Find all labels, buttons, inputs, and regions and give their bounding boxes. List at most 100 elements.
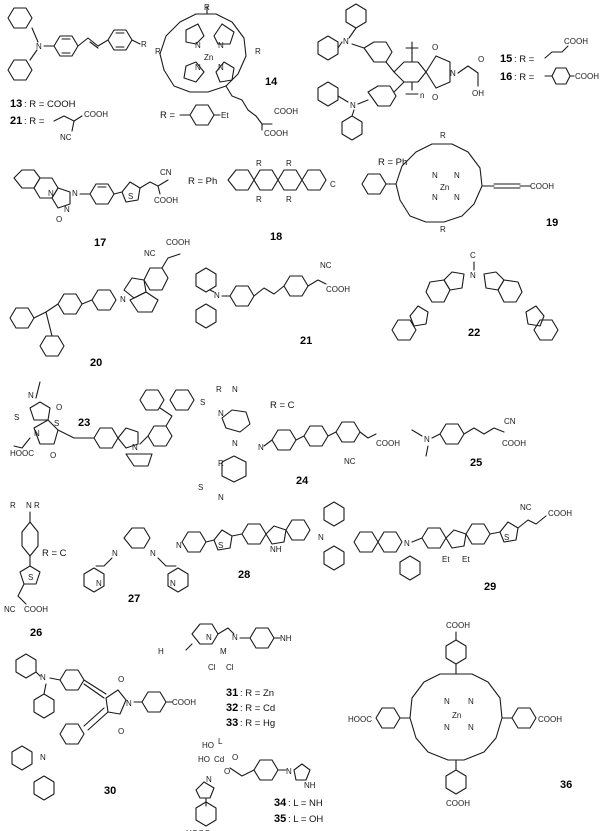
compound-label-28: 28	[238, 569, 250, 581]
svg-text:N: N	[206, 633, 212, 642]
compound-17-structure: N N N O S CN COOH	[13, 168, 178, 224]
svg-text:N: N	[350, 101, 356, 110]
compound-19-r-definition: R = Ph	[378, 157, 407, 168]
svg-text:R: R	[256, 195, 262, 204]
svg-text:R: R	[10, 501, 16, 510]
svg-text:Cd: Cd	[214, 755, 224, 764]
svg-text:COOH: COOH	[502, 439, 526, 448]
svg-text:N: N	[468, 697, 474, 706]
compound-25-structure: N CN COOH	[411, 417, 526, 457]
svg-text:N: N	[40, 673, 46, 682]
compound-15-r-definition: : R =	[514, 54, 535, 65]
svg-text:N: N	[112, 549, 118, 558]
svg-text:N: N	[120, 295, 126, 304]
svg-text:N: N	[206, 775, 212, 784]
svg-text:COOH: COOH	[326, 285, 350, 294]
svg-text:COOH: COOH	[530, 182, 554, 191]
compound-label-22: 22	[468, 327, 480, 339]
compound-26-structure: R N R S NC COOH	[4, 501, 48, 614]
svg-text:N: N	[432, 171, 438, 180]
svg-text:N: N	[40, 753, 46, 762]
svg-text:N: N	[72, 189, 78, 198]
compound-label-31: 31	[226, 687, 238, 699]
compound-label-35: 35	[274, 813, 286, 825]
compound-16-r-group: COOH	[544, 67, 599, 85]
svg-text:L: L	[218, 737, 223, 746]
compound-label-16: 16	[500, 71, 512, 83]
svg-text:N: N	[450, 69, 456, 78]
compound-21-r-definition: : R =	[24, 116, 45, 127]
svg-text:COOH: COOH	[172, 698, 196, 707]
svg-text:N: N	[195, 63, 201, 72]
svg-text:N: N	[258, 443, 264, 452]
compound-22-structure: C N	[391, 251, 559, 341]
svg-text:R: R	[256, 159, 262, 168]
svg-text:Cl: Cl	[208, 663, 216, 672]
compound-20-structure: N NC COOH	[9, 238, 190, 357]
compound-label-19: 19	[546, 217, 558, 229]
svg-text:NH: NH	[270, 545, 282, 554]
svg-text:COOH: COOH	[446, 621, 470, 630]
svg-text:Et: Et	[221, 111, 229, 120]
svg-text:R: R	[255, 47, 261, 56]
svg-text:N: N	[318, 533, 324, 542]
compound-27-structure: N N N N	[83, 527, 189, 593]
svg-text:N: N	[470, 271, 476, 280]
svg-text:COOH: COOH	[24, 605, 48, 614]
svg-text:R: R	[155, 47, 161, 56]
svg-text:OH: OH	[472, 89, 484, 98]
svg-text:N: N	[232, 439, 238, 448]
svg-text:S: S	[218, 541, 223, 550]
svg-text:N: N	[132, 443, 138, 452]
compound-label-15: 15	[500, 53, 512, 65]
svg-text:H: H	[158, 647, 164, 656]
compound-15-r-group: COOH	[544, 37, 588, 59]
compound-label-33: 33	[226, 717, 238, 729]
atom-n: N	[36, 42, 42, 51]
svg-text:COOH: COOH	[154, 196, 178, 205]
svg-text:NC: NC	[60, 133, 72, 142]
svg-text:S: S	[200, 398, 205, 407]
compound-15-16-structure: N O O N OH O N n	[317, 3, 484, 141]
svg-text:NC: NC	[520, 503, 532, 512]
svg-text:COOH: COOH	[564, 37, 588, 46]
compound-label-20: 20	[90, 357, 102, 369]
compound-31-r-definition: : R = Zn	[240, 688, 274, 699]
svg-text:M: M	[220, 647, 227, 656]
svg-text:COOH: COOH	[548, 509, 572, 518]
svg-text:S: S	[198, 483, 203, 492]
svg-text:N: N	[218, 41, 224, 50]
svg-text:R: R	[216, 385, 222, 394]
svg-text:O: O	[56, 403, 62, 412]
svg-text:N: N	[214, 291, 220, 300]
compound-34-l-definition: : L = NH	[288, 798, 323, 809]
svg-text:NH: NH	[280, 634, 292, 643]
svg-text:n: n	[420, 91, 424, 100]
svg-text:R: R	[34, 501, 40, 510]
svg-text:O: O	[478, 55, 484, 64]
compound-32-r-definition: : R = Cd	[240, 703, 275, 714]
compound-18-r-definition: R = Ph	[188, 176, 217, 187]
svg-text:O: O	[232, 753, 238, 762]
compound-label-21-variant: 21	[10, 115, 22, 127]
svg-text:O: O	[432, 43, 438, 52]
svg-text:N: N	[26, 501, 32, 510]
svg-text:N: N	[343, 37, 349, 46]
compound-label-21: 21	[300, 335, 312, 347]
compound-14-r-definition: R =	[160, 110, 176, 121]
compound-33-r-definition: : R = Hg	[240, 718, 275, 729]
compound-label-18: 18	[270, 231, 282, 243]
compound-label-24: 24	[296, 475, 309, 487]
svg-text:Zn: Zn	[452, 711, 461, 720]
svg-text:NC: NC	[4, 605, 16, 614]
compound-14-r-group: Et	[179, 104, 229, 126]
compound-label-17: 17	[94, 237, 106, 249]
svg-text:S: S	[14, 413, 19, 422]
svg-text:Zn: Zn	[440, 183, 449, 192]
svg-text:COOH: COOH	[84, 110, 108, 119]
compound-label-25: 25	[470, 457, 482, 469]
svg-text:N: N	[424, 435, 430, 444]
compound-label-23: 23	[78, 417, 90, 429]
svg-text:HO: HO	[198, 755, 210, 764]
svg-text:O: O	[56, 215, 62, 224]
